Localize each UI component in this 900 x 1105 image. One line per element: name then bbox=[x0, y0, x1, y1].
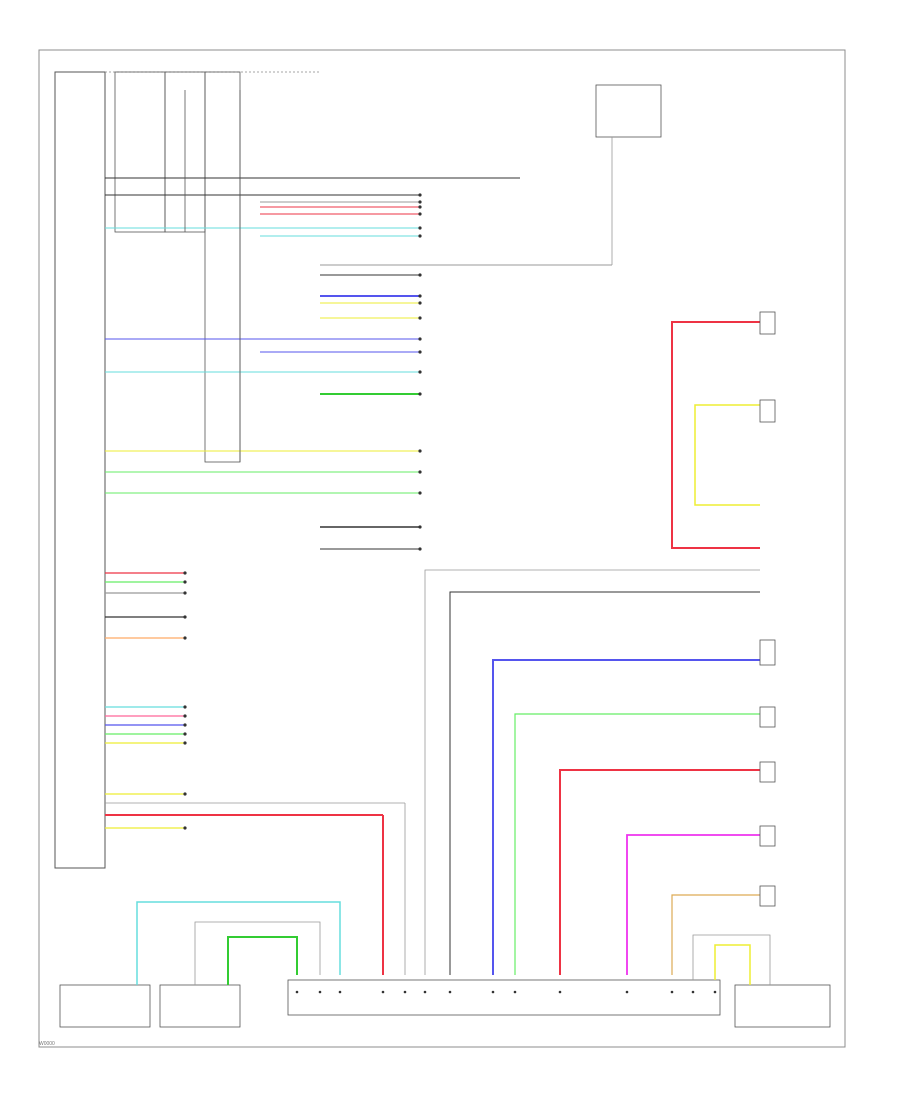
diagram-frame bbox=[38, 49, 846, 1048]
component-right-5 bbox=[759, 761, 776, 783]
component-right-6 bbox=[759, 825, 776, 847]
bottom-component-3 bbox=[734, 984, 831, 1028]
bottom-connectors bbox=[59, 979, 831, 1028]
bottom-main-connector bbox=[287, 979, 721, 1016]
lower-left-wires bbox=[105, 572, 406, 975]
fuse-vertical-wires bbox=[184, 90, 241, 462]
bottom-vertical-wires bbox=[136, 901, 771, 985]
relay-box-top-right bbox=[595, 84, 662, 138]
bottom-component-1 bbox=[59, 984, 151, 1028]
right-components bbox=[759, 311, 776, 907]
bottom-connector-pins bbox=[295, 990, 717, 994]
upper-wires bbox=[105, 177, 612, 550]
component-right-4 bbox=[759, 706, 776, 728]
component-right-1 bbox=[759, 311, 776, 335]
fuse-box-1 bbox=[114, 71, 166, 233]
main-body-ecu-box bbox=[54, 71, 106, 869]
component-right-2 bbox=[759, 399, 776, 423]
wiring-code-label: W0000 bbox=[39, 1041, 55, 1047]
fuse-box-3 bbox=[204, 71, 241, 463]
fuse-block-group bbox=[114, 71, 241, 463]
component-right-3 bbox=[759, 639, 776, 666]
bottom-component-2 bbox=[159, 984, 241, 1028]
component-right-7 bbox=[759, 885, 776, 907]
right-side-wires bbox=[424, 321, 760, 975]
connector-terminal-icon bbox=[183, 193, 422, 830]
